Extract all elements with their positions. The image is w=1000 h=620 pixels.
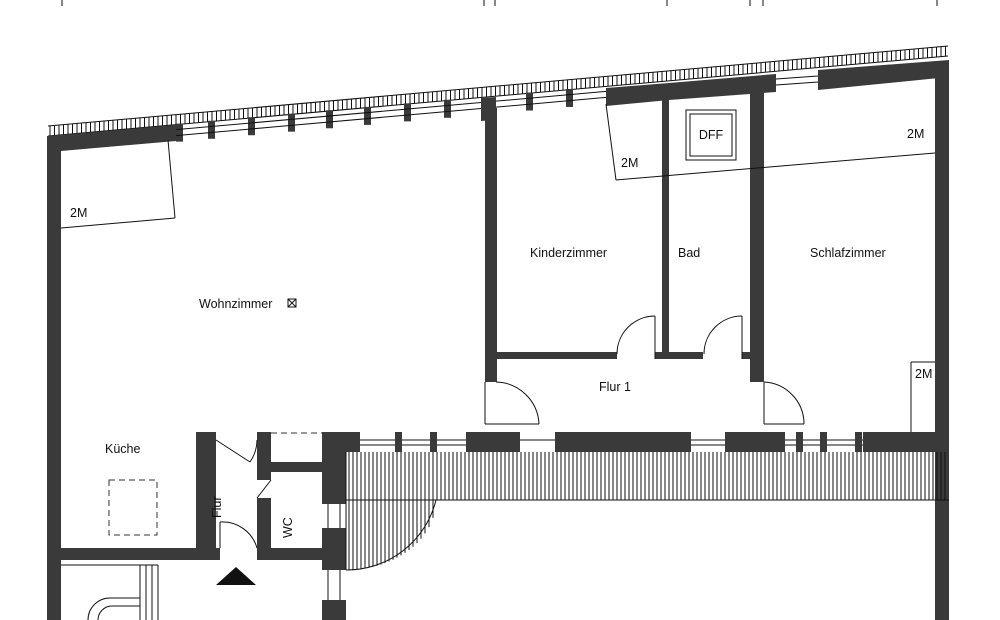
height-label-1: 2M: [70, 206, 87, 220]
top-wall-right: [818, 60, 949, 90]
roof-edge-hatch: [47, 45, 949, 137]
window-mullion: [208, 120, 215, 139]
kueche-bottom-wall: [61, 548, 198, 560]
wc-top-wall: [271, 462, 327, 472]
window-mullion: [395, 432, 402, 452]
room-label-kinderzimmer: Kinderzimmer: [530, 246, 607, 260]
window-mullion: [288, 113, 295, 132]
wc-window: [327, 504, 341, 600]
corridor-wall-d: [725, 432, 785, 452]
height-label-3: 2M: [907, 127, 924, 141]
window-mullion: [796, 432, 803, 452]
window-mullion: [855, 432, 862, 452]
room-label-kueche: Küche: [105, 442, 140, 456]
room-label-flur1: Flur 1: [599, 380, 631, 394]
right-exterior-wall: [935, 62, 949, 620]
room-label-wohnzimmer: Wohnzimmer: [199, 297, 272, 311]
flur-right-wall-top: [257, 432, 271, 480]
wc-right-wall-top: [322, 432, 346, 504]
bad-bottom-wall-left: [655, 352, 669, 359]
dff-skylight: [685, 109, 737, 161]
window-mullion: [566, 88, 573, 107]
top-wall-left: [47, 125, 176, 151]
stairs: [61, 564, 159, 620]
dff-label: DFF: [699, 128, 724, 142]
entrance-arrow-icon: [216, 567, 256, 585]
window-mullion: [364, 106, 371, 125]
walls: [47, 60, 949, 620]
kinderzimmer-bottom-wall: [497, 352, 617, 359]
schlafzimmer-left-wall: [750, 92, 764, 382]
window-mullion: [466, 432, 473, 452]
window-mullion: [820, 432, 827, 452]
corridor-wall-e: [863, 432, 949, 452]
room-label-bad: Bad: [678, 246, 700, 260]
room-label-schlafzimmer: Schlafzimmer: [810, 246, 886, 260]
window-mullion: [404, 103, 411, 122]
window-mullion: [326, 110, 333, 129]
doors: [215, 315, 805, 549]
bad-bottom-wall-right: [742, 352, 750, 359]
window-mullion: [526, 92, 533, 111]
top-wall-bath: [669, 74, 776, 100]
window-mullion: [444, 99, 451, 118]
corridor-wall-c: [555, 432, 691, 452]
kueche-fixture: [108, 479, 158, 536]
bad-left-wall: [662, 100, 669, 356]
wc-right-wall-bottom: [322, 528, 346, 570]
height-lines: [60, 75, 936, 432]
corridor-wall-b: [472, 432, 520, 452]
flur-left-wall: [196, 432, 216, 560]
height-label-4: 2M: [915, 367, 932, 381]
wc-bottom-wall: [257, 548, 327, 560]
terrace-hatch: [345, 452, 949, 571]
bad-bottom-wall: [669, 352, 703, 359]
window-mullion: [176, 123, 183, 142]
wc-right-wall-foot: [322, 600, 346, 620]
room-label-wc: WC: [281, 517, 295, 538]
top-wall-mid: [606, 83, 669, 106]
left-exterior-wall: [47, 136, 61, 620]
flur-door-jamb: [216, 548, 220, 560]
ceiling-outlet-icon: [287, 298, 297, 308]
kinderzimmer-left-wall: [485, 108, 497, 382]
room-label-flur: Flur: [210, 496, 224, 518]
height-label-2: 2M: [621, 156, 638, 170]
flur-right-wall-bottom: [257, 498, 271, 560]
top-reference-ticks: [61, 0, 938, 6]
window-mullion: [430, 432, 437, 452]
window-mullion: [248, 117, 255, 136]
